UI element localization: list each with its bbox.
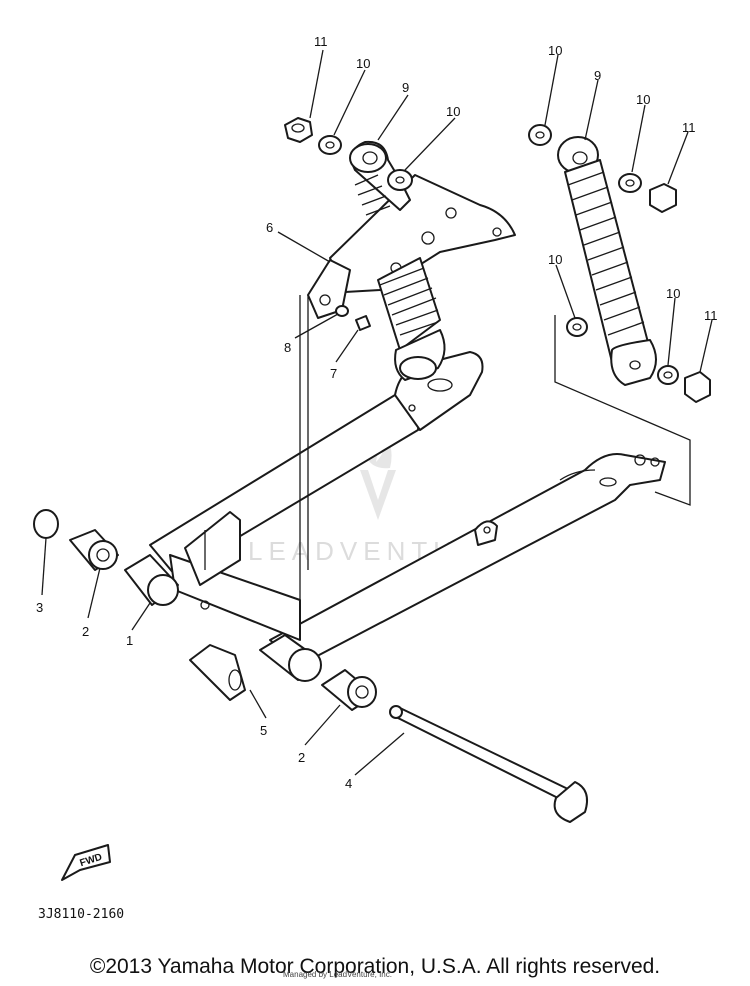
- callout-10c: 10: [548, 43, 562, 58]
- callout-1: 1: [126, 633, 133, 648]
- callout-8: 8: [284, 340, 291, 355]
- callout-6: 6: [266, 220, 273, 235]
- shock-bracket: [307, 174, 516, 319]
- pivot-parts: [33, 509, 588, 823]
- washers: [318, 124, 679, 385]
- callout-10b: 10: [446, 104, 460, 119]
- fwd-arrow-icon: FWD: [61, 844, 111, 881]
- callout-9a: 9: [402, 80, 409, 95]
- reference-lines: [299, 295, 691, 620]
- callout-10f: 10: [666, 286, 680, 301]
- callout-10e: 10: [548, 252, 562, 267]
- callout-11a: 11: [314, 34, 328, 49]
- callout-11c: 11: [704, 308, 718, 323]
- swingarm: [149, 351, 666, 666]
- callout-7: 7: [330, 366, 337, 381]
- callout-11b: 11: [682, 120, 696, 135]
- leader-lines: [41, 49, 713, 776]
- callout-3: 3: [36, 600, 43, 615]
- callout-2a: 2: [82, 624, 89, 639]
- left-shock-absorber: [349, 140, 446, 381]
- bolt-7: [355, 315, 371, 331]
- callout-10d: 10: [636, 92, 650, 107]
- copyright-notice: ©2013 Yamaha Motor Corporation, U.S.A. A…: [89, 955, 661, 978]
- callout-5: 5: [260, 723, 267, 738]
- callout-4: 4: [345, 776, 352, 791]
- diagram-ref-code: 3J8110-2160: [38, 907, 124, 922]
- credit-text: Managed by LeadVenture, Inc.: [283, 970, 392, 979]
- callouts: 3 2 1 5 2 4 6 8 7 11 10 9 10 10 9 10 11 …: [36, 34, 718, 791]
- callout-9b: 9: [594, 68, 601, 83]
- right-shock-absorber: [557, 136, 657, 386]
- callout-2b: 2: [298, 750, 305, 765]
- callout-10a: 10: [356, 56, 370, 71]
